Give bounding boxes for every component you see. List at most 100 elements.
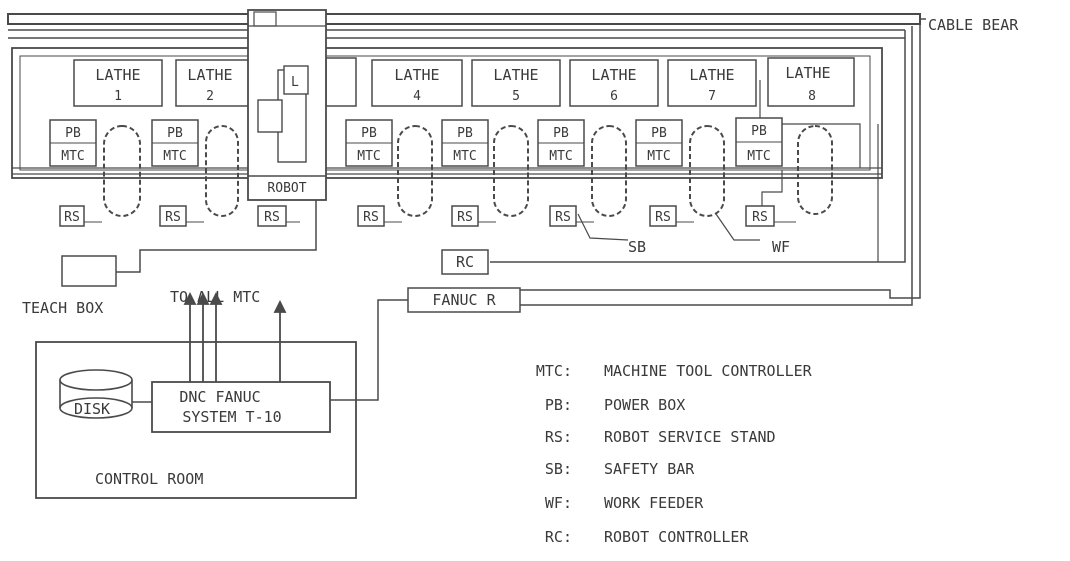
cell-inner (19, 55, 871, 171)
rs-7: RS (649, 205, 694, 227)
legend-text-2: ROBOT SERVICE STAND (604, 428, 776, 446)
svg-text:RS: RS (555, 210, 571, 225)
svg-text:LATHE: LATHE (785, 64, 830, 82)
svg-text:MTC: MTC (549, 149, 572, 164)
rc-label: RC (456, 253, 474, 271)
disk-label: DISK (74, 400, 110, 418)
svg-text:RS: RS (264, 210, 280, 225)
svg-text:RS: RS (752, 210, 768, 225)
svg-text:PB: PB (457, 126, 473, 141)
svg-text:PB: PB (651, 126, 667, 141)
pb-mtc-4: PB MTC (345, 119, 393, 167)
rs-6: RS (549, 205, 594, 227)
svg-text:4: 4 (413, 89, 421, 104)
cell-outer (11, 47, 883, 179)
pb-mtc-5: PB MTC (441, 119, 489, 167)
empty-slot (325, 57, 357, 107)
lathe-4: LATHE 4 (371, 59, 463, 107)
svg-text:5: 5 (512, 89, 520, 104)
rs-1: RS (59, 205, 102, 227)
dnc-fanuc-box (151, 381, 331, 433)
svg-text:2: 2 (206, 89, 214, 104)
svg-text:RS: RS (165, 210, 181, 225)
svg-text:6: 6 (610, 89, 618, 104)
cable-bear (7, 13, 926, 39)
lathe-7: LATHE 7 (667, 59, 757, 107)
power-boxes: PB MTC PB MTC PB MTC PB MTC PB MTC PB MTC PB MT… (49, 117, 783, 167)
svg-text:PB: PB (167, 126, 183, 141)
svg-text:MTC: MTC (647, 149, 670, 164)
svg-text:RS: RS (64, 210, 80, 225)
legend-text-4: WORK FEEDER (604, 494, 704, 512)
rs-4: RS (357, 205, 402, 227)
pb-mtc-6: PB MTC (537, 119, 585, 167)
svg-text:RS: RS (457, 210, 473, 225)
svg-text:MTC: MTC (453, 149, 476, 164)
mtc-arrows (183, 291, 287, 382)
disk-icon: DISK (59, 369, 152, 419)
svg-text:LATHE: LATHE (95, 66, 140, 84)
lathe-2: LATHE 2 (175, 59, 255, 107)
legend-text-3: SAFETY BAR (604, 460, 695, 478)
svg-text:PB: PB (361, 126, 377, 141)
svg-text:RS: RS (655, 210, 671, 225)
svg-text:LATHE: LATHE (591, 66, 636, 84)
wf-label: WF (772, 238, 790, 256)
robot-label: ROBOT (267, 181, 306, 196)
svg-text:LATHE: LATHE (394, 66, 439, 84)
lathe-5: LATHE 5 (471, 59, 561, 107)
dnc-line2: SYSTEM T-10 (182, 408, 281, 426)
svg-text:LATHE: LATHE (493, 66, 538, 84)
pb-mtc-2: PB MTC (151, 119, 199, 167)
pb-mtc-8: PB MTC (735, 117, 783, 167)
pb-mtc-7: PB MTC (635, 119, 683, 167)
svg-text:LATHE: LATHE (689, 66, 734, 84)
work-feeders (103, 125, 833, 217)
legend-abbr-0: MTC: (536, 362, 572, 380)
lathe-1: LATHE 1 (73, 59, 163, 107)
lathe-boxes: LATHE 1 LATHE 2 LATHE 4 LATHE 5 LATHE 6 … (73, 57, 855, 107)
svg-text:1: 1 (114, 89, 122, 104)
svg-text:MTC: MTC (747, 149, 770, 164)
legend-text-0: MACHINE TOOL CONTROLLER (604, 362, 813, 380)
control-room (35, 341, 357, 499)
rs-2: RS (159, 205, 204, 227)
legend-text-5: ROBOT CONTROLLER (604, 528, 749, 546)
dnc-line1: DNC FANUC (179, 388, 260, 406)
svg-text:MTC: MTC (357, 149, 380, 164)
svg-text:MTC: MTC (61, 149, 84, 164)
svg-text:L: L (291, 75, 299, 90)
legend-abbr-2: RS: (545, 428, 572, 446)
svg-text:7: 7 (708, 89, 716, 104)
svg-text:8: 8 (808, 89, 816, 104)
legend-text-1: POWER BOX (604, 396, 685, 414)
sb-label: SB (628, 238, 646, 256)
robot-service-stands: RS RS RS RS RS RS RS RS (59, 205, 796, 227)
pb-mtc-1: PB MTC (49, 119, 97, 167)
fanuc-r-box (407, 287, 521, 313)
svg-text:MTC: MTC (163, 149, 186, 164)
teach-box (61, 255, 117, 287)
cable-runs (490, 24, 921, 306)
fanuc-r-label: FANUC R (432, 291, 496, 309)
svg-text:PB: PB (553, 126, 569, 141)
rs-3: RS (257, 205, 300, 227)
robot: L ROBOT (247, 9, 327, 201)
legend-abbr-3: SB: (545, 460, 572, 478)
legend-abbr-5: RC: (545, 528, 572, 546)
lathe-6: LATHE 6 (569, 59, 659, 107)
teach-box-label: TEACH BOX (22, 299, 103, 317)
svg-text:LATHE: LATHE (187, 66, 232, 84)
legend-abbr-1: PB: (545, 396, 572, 414)
legend-abbr-4: WF: (545, 494, 572, 512)
control-room-label: CONTROL ROOM (95, 470, 203, 488)
rc-box (441, 249, 489, 275)
svg-text:PB: PB (65, 126, 81, 141)
rs-8: RS (745, 205, 796, 227)
lathe-8: LATHE 8 (767, 57, 855, 107)
svg-text:RS: RS (363, 210, 379, 225)
rs-5: RS (451, 205, 496, 227)
svg-text:PB: PB (751, 124, 767, 139)
